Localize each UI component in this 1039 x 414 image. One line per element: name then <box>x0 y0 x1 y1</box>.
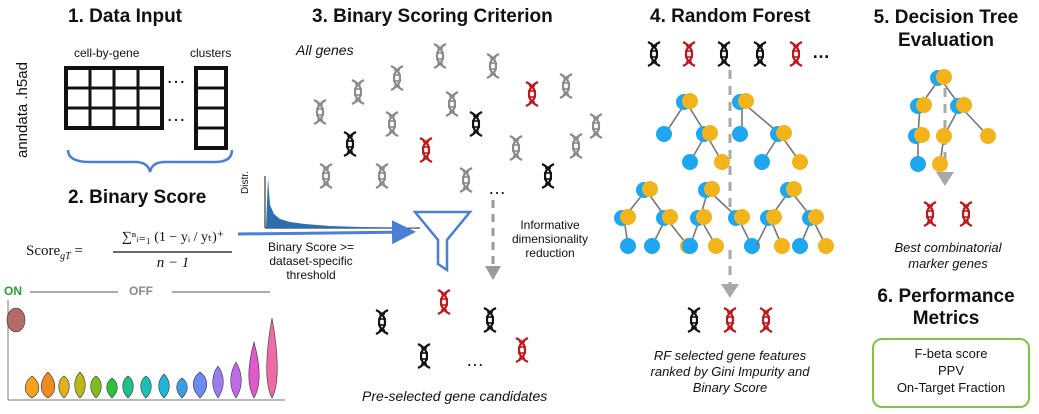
random-forest-title: 4. Random Forest <box>650 6 811 27</box>
data-input-title: 1. Data Input <box>68 6 183 27</box>
metrics-box: F-beta score PPV On-Target Fraction <box>872 338 1030 408</box>
candidates-label: Pre-selected gene candidates <box>362 388 548 404</box>
input-brace <box>66 149 234 173</box>
matrix-ellipsis-bottom: … <box>166 104 186 126</box>
on-label: ON <box>4 284 22 298</box>
clusters-column <box>194 66 228 150</box>
dna-icon-group-forest-selected <box>686 306 774 334</box>
cell-by-gene-label: cell-by-gene <box>74 46 140 60</box>
dna-icon-group-candidates <box>374 288 530 370</box>
anndata-label: anndata .h5ad <box>14 62 31 158</box>
metric-fbeta: F-beta score <box>914 346 988 361</box>
clusters-label: clusters <box>190 46 232 60</box>
forest-genes-ellipsis: … <box>812 42 830 62</box>
binary-score-title: 2. Binary Score <box>68 187 207 208</box>
cell-by-gene-matrix <box>64 66 164 130</box>
forest-tree-2 <box>732 93 808 170</box>
rf-caption: RF selected gene features ranked by Gini… <box>650 348 810 395</box>
threshold-text: Binary Score >= dataset-specific thresho… <box>267 240 355 282</box>
threshold-arrow <box>237 220 416 245</box>
dna-icon-group-best-markers <box>922 200 974 228</box>
reduction-text: Informative dimensionality reduction <box>511 218 589 260</box>
decision-tree-title: 5. Decision Tree Evaluation <box>873 7 1019 51</box>
distr-label: Distr. <box>240 171 251 194</box>
formula-lhs: ScoregT = <box>26 243 83 262</box>
formula-denominator: n − 1 <box>156 255 190 271</box>
score-distribution <box>264 176 420 229</box>
criterion-title: 3. Binary Scoring Criterion <box>312 6 553 27</box>
off-label: OFF <box>129 284 153 298</box>
genes-ellipsis: … <box>488 178 506 198</box>
formula-numerator: ∑ⁿᵢ₌₁ (1 − yᵢ / yₜ)⁺ <box>121 230 225 245</box>
forest-tree-1 <box>656 93 730 170</box>
performance-title: 6. Performance Metrics <box>877 286 1015 329</box>
candidates-ellipsis: … <box>466 350 484 370</box>
dna-icon-group-all-genes <box>312 42 604 194</box>
metric-on-target: On-Target Fraction <box>896 380 1006 395</box>
dna-icon-group-forest-top <box>646 40 804 68</box>
forest-tree-4 <box>682 181 760 254</box>
forest-tree-5 <box>755 181 834 254</box>
all-genes-label: All genes <box>296 42 354 58</box>
funnel-icon <box>412 210 473 273</box>
tree-icon <box>908 69 996 172</box>
matrix-ellipsis-top: … <box>166 66 186 88</box>
best-markers-caption: Best combinatorial marker genes <box>894 240 1002 271</box>
violin-plot <box>6 300 285 401</box>
metric-ppv: PPV <box>937 363 964 378</box>
